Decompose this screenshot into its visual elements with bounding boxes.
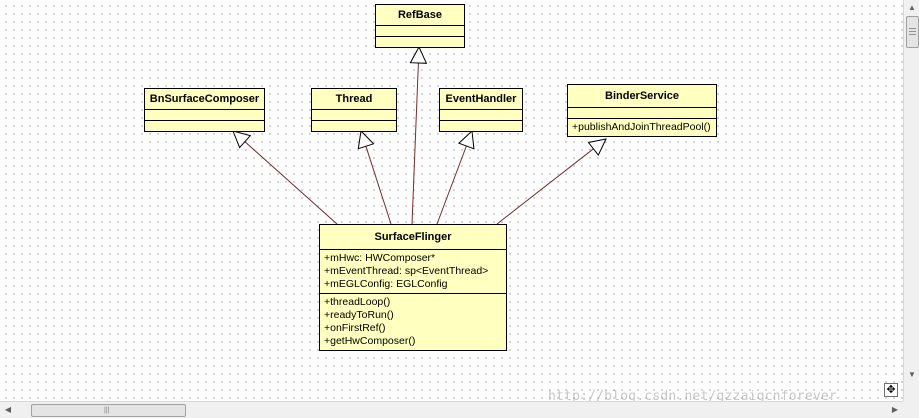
scroll-up-icon[interactable]: ▲ [908,3,916,12]
operations-section [312,121,396,131]
class-name: Thread [312,89,396,110]
operation: +onFirstRef() [324,322,386,334]
watermark: http://blog.csdn.net/gzzaigcnforever [548,389,837,401]
operation: +publishAndJoinThreadPool() [572,121,711,133]
edge-surfaceflinger-thread [357,129,392,225]
class-binderservice[interactable]: BinderService +publishAndJoinThreadPool(… [567,84,717,137]
class-name: RefBase [376,5,464,26]
attribute: +mEventThread: sp<EventThread> [324,265,489,277]
edge-surfaceflinger-refbase [409,45,428,225]
attributes-section: +mHwc: HWComposer* +mEventThread: sp<Eve… [320,250,506,294]
class-eventhandler[interactable]: EventHandler [439,88,523,132]
attributes-section [376,26,464,37]
operations-section [440,121,522,131]
edge-surfaceflinger-bnsurfacecomposer [232,130,338,225]
relations-layer [232,45,607,225]
class-bnsurfacecomposer[interactable]: BnSurfaceComposer [144,88,265,132]
operations-section [145,121,264,131]
generalization-arrowhead-icon [587,138,607,157]
class-thread[interactable]: Thread [311,88,397,132]
scroll-right-icon[interactable]: ▶ [891,405,899,414]
scroll-down-icon[interactable]: ▼ [908,370,916,379]
class-name: BinderService [568,85,716,108]
generalization-arrowhead-icon [357,129,375,150]
edge-surfaceflinger-eventhandler [436,129,475,225]
attributes-section [145,110,264,121]
operations-section: +publishAndJoinThreadPool() [568,119,716,136]
class-refbase[interactable]: RefBase [375,4,465,48]
attribute: +mHwc: HWComposer* [324,252,436,264]
attributes-section [312,110,396,121]
horizontal-scrollbar[interactable]: ◀ ||| ▶ [0,401,903,418]
generalization-arrowhead-icon [457,129,475,150]
edge-surfaceflinger-binderservice [496,138,607,225]
operation: +getHwComposer() [324,335,416,347]
scroll-left-icon[interactable]: ◀ [4,405,12,414]
attributes-section [440,110,522,121]
operation: +readyToRun() [324,309,394,321]
vertical-scroll-thumb[interactable] [906,16,919,48]
class-surfaceflinger[interactable]: SurfaceFlinger +mHwc: HWComposer* +mEven… [319,224,507,351]
move-icon[interactable]: ✥ [884,383,898,397]
class-name: EventHandler [440,89,522,110]
generalization-arrowhead-icon [409,45,428,64]
vertical-scrollbar[interactable]: ▲ ▼ [903,0,919,401]
operation: +threadLoop() [324,296,391,308]
grip-icon: ||| [104,407,110,414]
class-name: SurfaceFlinger [320,225,506,250]
class-name: BnSurfaceComposer [145,89,264,110]
diagram-canvas[interactable]: RefBase BnSurfaceComposer Thread EventHa… [0,0,903,401]
scrollbar-corner [903,401,919,418]
generalization-arrowhead-icon [232,130,252,149]
attribute: +mEGLConfig: EGLConfig [324,278,448,290]
attributes-section [568,108,716,119]
horizontal-scroll-thumb[interactable]: ||| [31,404,186,417]
operations-section: +threadLoop() +readyToRun() +onFirstRef(… [320,294,506,350]
operations-section [376,37,464,47]
